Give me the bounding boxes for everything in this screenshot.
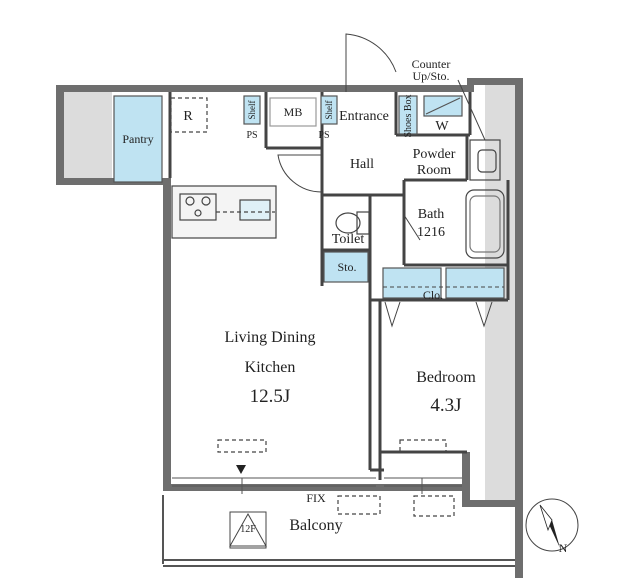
closet-label: Clo. <box>423 288 443 302</box>
balcony-outline <box>162 495 515 567</box>
shelf-left-label: Shelf <box>247 100 257 119</box>
entrance-label: Entrance <box>339 109 389 124</box>
powder-room-label-1: Powder <box>413 147 456 162</box>
fix-label: FIX <box>306 491 326 505</box>
compass-north-label: N <box>559 541 568 555</box>
mb-label: MB <box>284 105 303 119</box>
stove <box>179 193 217 221</box>
window-rails <box>172 477 462 494</box>
hall-label: Hall <box>350 157 374 172</box>
counter-label: Counter <box>412 57 451 71</box>
entry-marker-icon <box>236 465 246 474</box>
kitchen-sink <box>239 199 271 221</box>
doors <box>277 33 493 328</box>
bedroom-label: Bedroom <box>416 369 476 386</box>
ldk-label-1: Living Dining <box>224 329 315 346</box>
outer-walls <box>56 78 523 578</box>
shelf-left-area <box>243 95 261 125</box>
shoes-box-area <box>398 95 418 135</box>
closet-door-left <box>384 301 401 328</box>
closet-area-right <box>445 267 505 299</box>
closet-area-left <box>382 267 442 299</box>
aircon-triangle-icon <box>229 512 267 547</box>
fixtures <box>170 97 505 517</box>
ldk-label-2: Kitchen <box>245 359 296 376</box>
refrigerator-space <box>170 97 208 133</box>
toilet-label: Toilet <box>332 232 365 247</box>
washbasin <box>477 149 497 173</box>
toilet-seat <box>335 212 361 234</box>
aircon-outdoor-unit <box>229 511 267 549</box>
washer-label: W <box>435 119 449 134</box>
balcony-label: Balcony <box>289 517 342 534</box>
counter-pointer <box>457 79 486 141</box>
burner-icon <box>201 196 211 206</box>
ldk-aircon-dashed <box>217 439 267 453</box>
hall-door <box>277 154 323 193</box>
bathtub <box>465 189 505 259</box>
bedroom-size-label: 4.3J <box>430 395 461 416</box>
burner-icon <box>185 196 195 206</box>
ldk-size-label: 12.5J <box>250 386 291 407</box>
storage-areas <box>113 95 505 299</box>
mb-box <box>269 97 317 127</box>
compass <box>525 498 579 552</box>
shelf-right-area <box>320 95 338 125</box>
closet-door-right <box>475 301 493 328</box>
ps-left-label: PS <box>246 130 257 141</box>
toilet-bowl <box>356 211 370 235</box>
ps-right-label: PS <box>318 130 329 141</box>
storage-label: Sto. <box>337 260 356 274</box>
storage-area <box>323 251 369 283</box>
powder-room-label-2: Room <box>417 163 451 178</box>
refrigerator-label: R <box>183 109 193 124</box>
pantry-label: Pantry <box>122 132 153 146</box>
balcony-unit-2 <box>413 495 455 517</box>
aircon-unit-label: 12F <box>240 524 256 535</box>
burner-icon <box>194 209 202 217</box>
entrance-door <box>345 33 397 92</box>
bath-door <box>403 214 421 241</box>
bath-label: Bath <box>418 207 444 222</box>
bath-size-label: 1216 <box>417 225 445 240</box>
bedroom-aircon-dashed <box>399 439 447 453</box>
balcony-unit-1 <box>337 495 381 515</box>
pantry-area <box>113 95 163 183</box>
counter-sub-label: Up/Sto. <box>412 69 449 83</box>
shoes-box-label: Shoes Box <box>403 94 414 137</box>
shelf-right-label: Shelf <box>324 100 334 119</box>
